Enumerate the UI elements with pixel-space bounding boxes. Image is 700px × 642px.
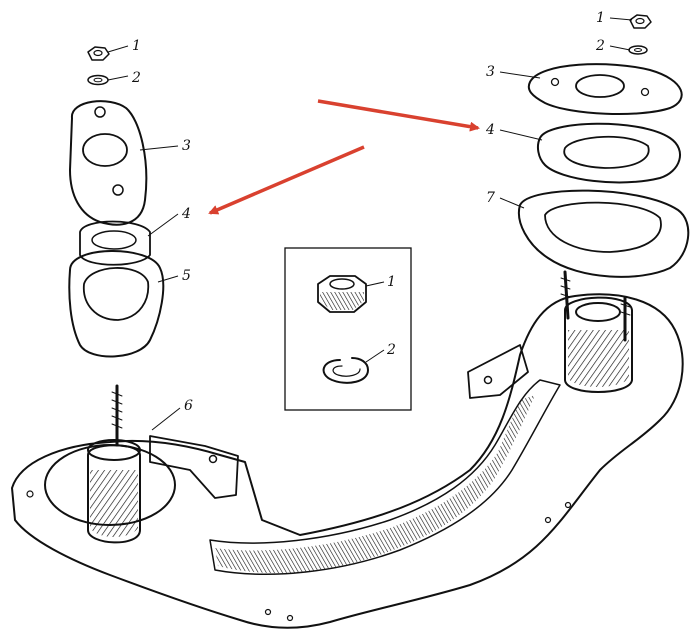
callout-inset-2: 2 (386, 342, 396, 358)
callout-inset-1: 1 (387, 274, 396, 290)
leader-lines (107, 17, 633, 431)
pointer-arrows (208, 99, 480, 215)
callout-right-3: 3 (486, 64, 495, 80)
left-nut (87, 46, 110, 61)
right-gasket (536, 122, 681, 184)
callout-right-4: 4 (485, 122, 495, 138)
arrow-to-right-gasket (317, 99, 480, 132)
callout-frame-6: 6 (184, 398, 193, 414)
inset-split-washer (322, 357, 369, 384)
callout-left-1: 1 (132, 38, 141, 54)
callout-right-2: 2 (595, 38, 605, 54)
callout-labels: 1 2 3 4 5 6 1 2 3 4 7 1 2 (131, 10, 605, 414)
callout-right-1: 1 (596, 10, 605, 26)
callout-left-4: 4 (181, 206, 191, 222)
left-gasket (79, 220, 151, 266)
right-cushion (517, 189, 690, 278)
callout-left-3: 3 (182, 138, 191, 154)
right-top-plate (527, 63, 683, 116)
right-washer (628, 45, 648, 55)
crossmember-frame (11, 270, 684, 629)
left-washer (87, 74, 109, 86)
callout-right-7: 7 (486, 190, 495, 206)
left-cushion (68, 250, 165, 358)
left-upper-plate (69, 100, 148, 226)
callout-left-5: 5 (182, 268, 191, 284)
right-nut (629, 14, 652, 29)
inset-nut (317, 275, 367, 313)
right-part-stack (517, 14, 690, 278)
left-part-stack (68, 46, 165, 358)
detail-inset (284, 247, 412, 411)
arrow-to-left-gasket (208, 145, 365, 215)
frame-bolt-holes (26, 490, 572, 622)
callout-left-2: 2 (131, 70, 141, 86)
